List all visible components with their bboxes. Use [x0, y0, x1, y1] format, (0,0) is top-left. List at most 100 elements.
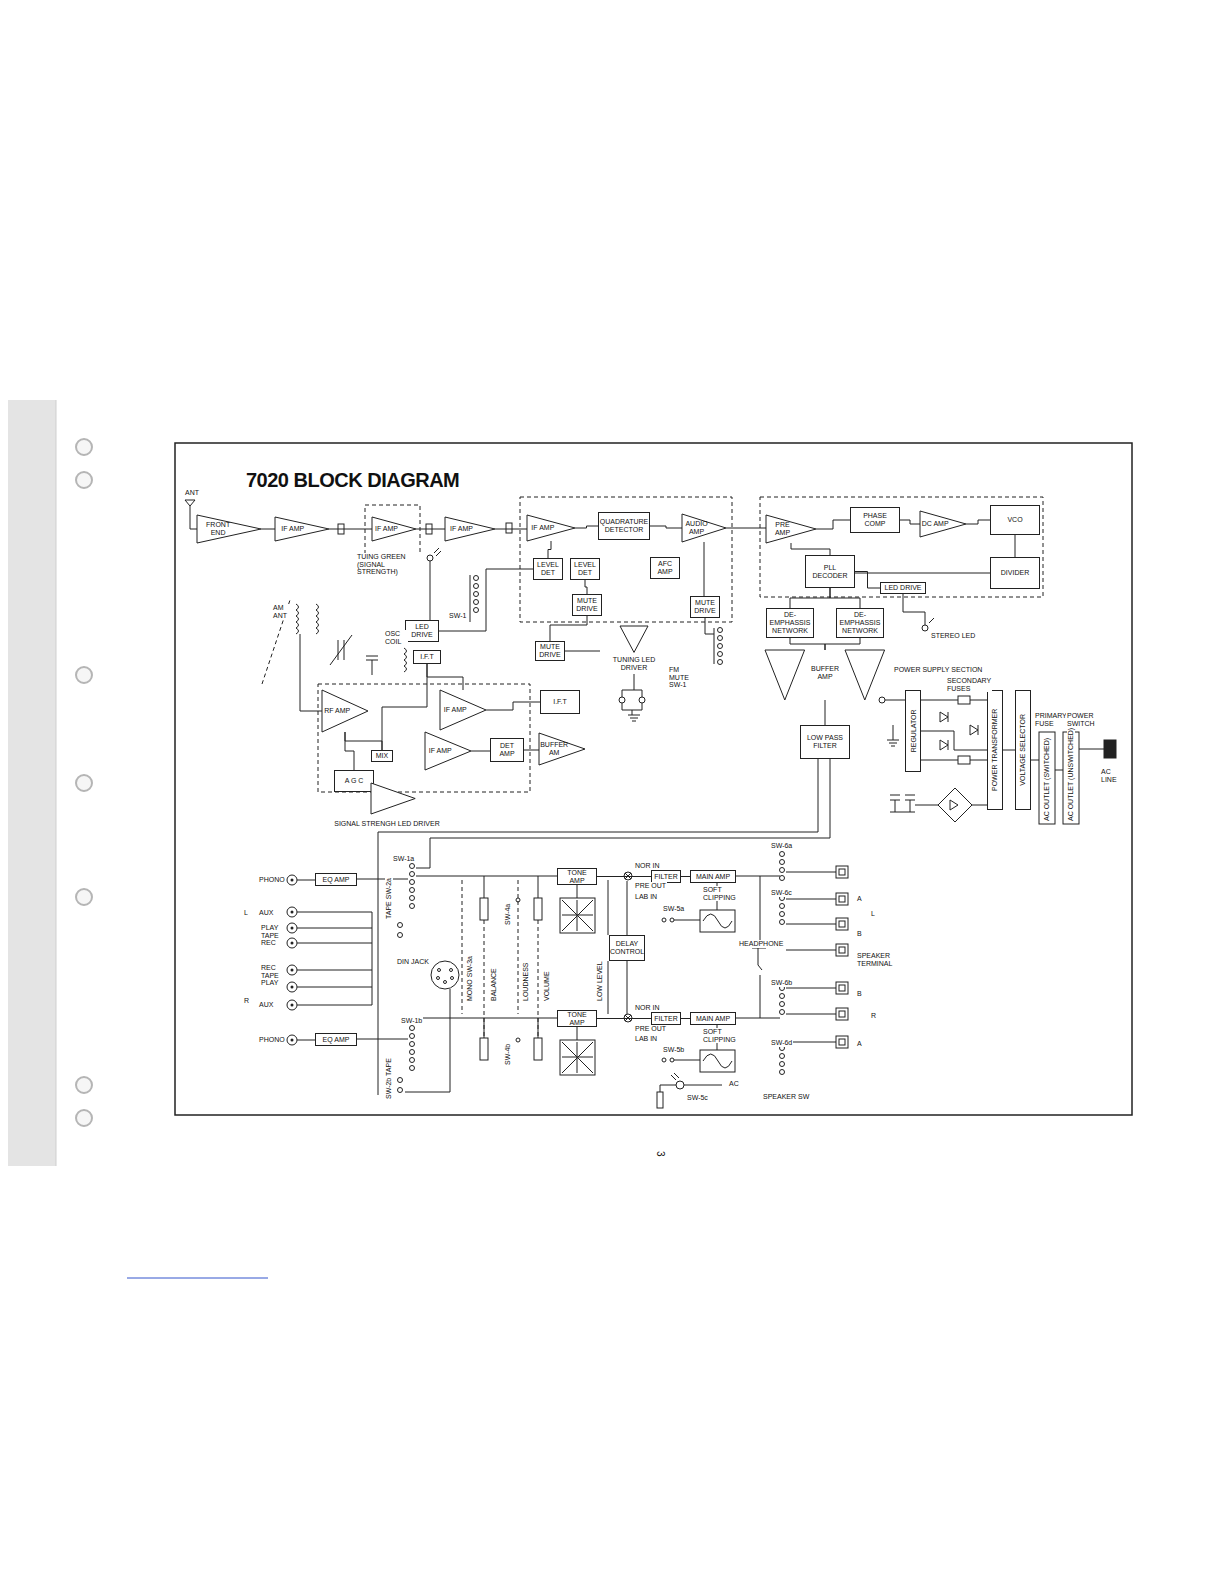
node-label: SIGNAL STRENGH LED DRIVER	[334, 820, 440, 828]
schematic-stroke	[287, 938, 297, 948]
schematic-stroke	[76, 889, 92, 905]
schematic-stroke	[786, 872, 836, 1042]
block-box: DIVIDER	[990, 557, 1040, 589]
schematic-stroke	[410, 1050, 415, 1055]
signal-line	[681, 1018, 690, 1019]
annotation-label: L	[243, 909, 249, 917]
schematic-stroke	[836, 866, 848, 878]
schematic-stroke	[676, 1081, 684, 1089]
text-area: SIGNAL STRENGH LED DRIVER	[322, 815, 452, 833]
schematic-stroke	[291, 969, 294, 972]
annotation-label: HEADPHONE	[738, 940, 784, 948]
outline-shape	[372, 517, 416, 541]
node-label: FILTER	[654, 1015, 678, 1023]
schematic-stroke	[474, 584, 479, 589]
schematic-stroke	[836, 982, 848, 994]
schematic-stroke	[958, 696, 970, 704]
signal-line	[825, 700, 826, 725]
node-label: LED DRIVE	[885, 584, 922, 592]
block-box: DET AMP	[490, 738, 524, 762]
node-label: LED DRIVE	[407, 623, 437, 638]
annotation-label: B	[856, 990, 863, 998]
schematic-stroke	[700, 1050, 735, 1072]
schematic-stroke	[718, 628, 723, 633]
schematic-stroke	[903, 594, 934, 625]
annotation-label: SW-5a	[662, 905, 685, 913]
schematic-stroke	[662, 918, 666, 922]
schematic-stroke	[410, 1042, 415, 1047]
schematic-stroke	[291, 911, 294, 914]
text-area: PRE AMP	[768, 520, 798, 538]
schematic-stroke	[291, 927, 294, 930]
node-label: A G C	[345, 777, 364, 785]
annotation-label: SW-6b	[770, 979, 793, 987]
schematic-stroke	[534, 898, 542, 920]
node-label: IF AMP	[429, 747, 452, 755]
schematic-stroke	[619, 697, 625, 703]
annotation-label: LAB IN	[634, 1035, 658, 1043]
schematic-stroke	[430, 548, 441, 620]
schematic-stroke	[1039, 732, 1055, 824]
schematic-stroke	[287, 1035, 297, 1045]
node-label: MIX	[376, 752, 388, 760]
schematic-stroke	[410, 864, 415, 869]
annotation-label: AC OUTLET (SWITCHED)	[1043, 737, 1051, 822]
schematic-stroke	[474, 600, 479, 605]
schematic-stroke	[398, 923, 403, 928]
node-outline	[765, 650, 805, 700]
schematic-stroke	[718, 652, 723, 657]
amplifier-triangle: IF AMP	[372, 517, 416, 541]
node-label: I.F.T	[420, 653, 434, 661]
signal-line	[439, 569, 533, 631]
schematic-stroke	[76, 1077, 92, 1093]
text-area: AUDIO AMP	[683, 519, 709, 537]
annotation-label: LOW LEVEL	[596, 960, 604, 1002]
node-label: DELAY CONTROL	[610, 940, 644, 955]
node-label: PHASE COMP	[852, 512, 898, 527]
schematic-stroke	[291, 942, 294, 945]
signal-line	[548, 541, 551, 558]
schematic-stroke	[520, 497, 732, 622]
signal-line	[855, 573, 990, 574]
schematic-stroke	[780, 904, 785, 909]
node-label: QUADRATURE DETECTOR	[600, 518, 648, 533]
node-outline	[766, 515, 816, 543]
schematic-stroke	[839, 947, 845, 953]
node-outline	[197, 515, 261, 543]
margin-line	[127, 1278, 268, 1279]
schematic-stroke	[287, 907, 297, 917]
node-label: AUDIO AMP	[683, 520, 709, 535]
schematic-stroke	[780, 1062, 785, 1067]
schematic-stroke	[287, 875, 297, 885]
schematic-stroke	[660, 1073, 722, 1092]
schematic-stroke	[670, 918, 674, 922]
signal-line	[790, 588, 830, 608]
block-box: LED DRIVE	[880, 582, 926, 594]
annotation-label: SPEAKER SW	[762, 1093, 810, 1101]
schematic-stroke	[780, 868, 785, 873]
schematic-stroke	[410, 1058, 415, 1063]
schematic-stroke	[922, 625, 928, 631]
node-label: DE- EMPHASSIS NETWORK	[838, 611, 882, 634]
node-label: TUNING LED DRIVER	[606, 656, 662, 671]
schematic-stroke	[398, 1078, 403, 1083]
annotation-label: AC LINE	[1100, 768, 1122, 783]
outline-shape	[425, 732, 471, 770]
block-box: PHASE COMP	[850, 507, 900, 533]
schematic-stroke	[398, 933, 403, 938]
block-box: TONE AMP	[557, 868, 597, 885]
rotated-text: POWER TRANSFORMER	[991, 709, 999, 791]
schematic-stroke	[705, 618, 714, 664]
schematic-stroke	[780, 852, 785, 857]
schematic-stroke	[410, 1034, 415, 1039]
signal-line	[427, 664, 463, 690]
schematic-stroke	[958, 756, 970, 764]
schematic-stroke	[562, 900, 593, 1073]
schematic-stroke	[703, 914, 732, 928]
signal-line	[329, 529, 372, 530]
signal-line	[345, 732, 354, 770]
schematic-stroke	[839, 1011, 845, 1017]
signal-line	[790, 638, 825, 650]
